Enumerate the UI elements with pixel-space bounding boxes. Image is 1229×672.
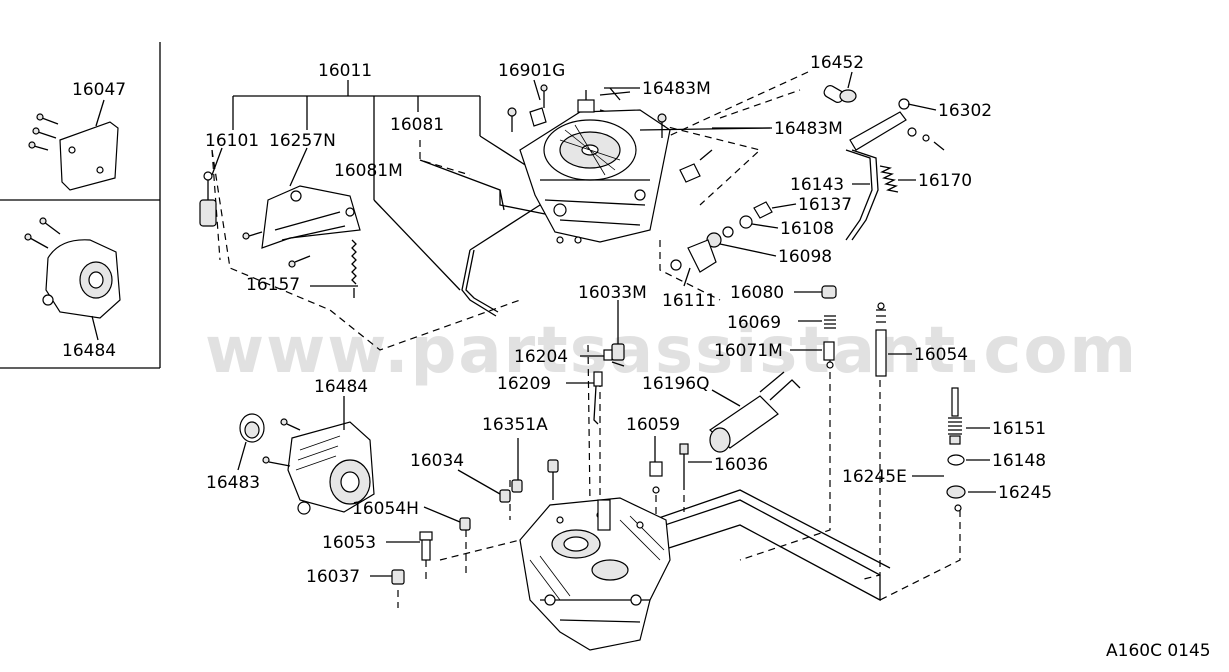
callout-16108: 16108: [780, 219, 834, 239]
callout-16257N: 16257N: [269, 131, 336, 151]
solenoid-16196Q-part: [709, 371, 801, 453]
callout-16204: 16204: [514, 347, 568, 367]
tube-16054-part: [875, 302, 912, 377]
callout-16011: 16011: [318, 61, 372, 81]
callout-16483M-top: 16483M: [642, 79, 711, 99]
callout-16036: 16036: [714, 455, 768, 475]
watermark: www.partsassistant.com: [205, 314, 1138, 388]
callout-16483M-mid: 16483M: [774, 119, 843, 139]
callout-16059: 16059: [626, 415, 680, 435]
callout-16137: 16137: [798, 195, 852, 215]
callout-16483: 16483: [206, 473, 260, 493]
jet-stack-16069-part: [790, 285, 837, 369]
callout-16452: 16452: [810, 53, 864, 73]
callout-16054H: 16054H: [352, 499, 419, 519]
inset-panel: [0, 42, 161, 369]
callout-16080: 16080: [730, 283, 784, 303]
valve-group-16098-part: [670, 201, 773, 273]
callout-16302: 16302: [938, 101, 992, 121]
callout-16148: 16148: [992, 451, 1046, 471]
callout-16111: 16111: [662, 291, 716, 311]
callout-16143: 16143: [790, 175, 844, 195]
callout-16037: 16037: [306, 567, 360, 587]
callout-16053: 16053: [322, 533, 376, 553]
callout-16101: 16101: [205, 131, 259, 151]
dashed-guides: [211, 71, 961, 608]
screws-16204-part: [566, 300, 625, 425]
callout-16033M: 16033M: [578, 283, 647, 303]
ring-16483-part: [237, 413, 265, 471]
callout-16209: 16209: [497, 374, 551, 394]
callout-labels: 16047 16484 16011 16101 16257N 16081 160…: [62, 53, 1052, 587]
actuator-16484-inset-part: [24, 217, 121, 341]
carburetor-top-body-part: [507, 84, 771, 244]
callout-16034: 16034: [410, 451, 464, 471]
carburetor-lower-body-part: [519, 497, 671, 651]
lever-assembly-16302-part: [823, 85, 945, 241]
callout-16245: 16245: [998, 483, 1052, 503]
bracket-16047-part: [28, 99, 119, 191]
callout-16081: 16081: [390, 115, 444, 135]
callout-16081M: 16081M: [334, 161, 403, 181]
needle-valve-16151-part: [912, 387, 996, 512]
callout-16069: 16069: [727, 313, 781, 333]
callout-16151: 16151: [992, 419, 1046, 439]
rod-16081-part: [419, 159, 551, 216]
valve-16101-part: [199, 147, 223, 227]
small-screws-part: [457, 436, 712, 503]
callout-16054: 16054: [914, 345, 968, 365]
linkage-16257N-part: [242, 147, 361, 298]
callout-16098: 16098: [778, 247, 832, 267]
leader-lines: [310, 71, 937, 287]
callout-16170: 16170: [918, 171, 972, 191]
callout-16157: 16157: [246, 275, 300, 295]
callout-16245E: 16245E: [842, 467, 907, 487]
drawing-code: A160C 0145: [1106, 641, 1211, 661]
callout-16071M: 16071M: [714, 341, 783, 361]
callout-16901G: 16901G: [498, 61, 565, 81]
callout-16047: 16047: [72, 80, 126, 100]
assembly-16011-leader: [232, 80, 531, 200]
callout-16351A: 16351A: [482, 415, 548, 435]
callout-16484: 16484: [314, 377, 368, 397]
rod-16081M-part: [373, 199, 559, 317]
callout-16196Q: 16196Q: [642, 374, 709, 394]
actuator-16484-part: [262, 396, 375, 515]
jets-16053-part: [370, 506, 471, 585]
callout-16484-inset: 16484: [62, 341, 116, 361]
